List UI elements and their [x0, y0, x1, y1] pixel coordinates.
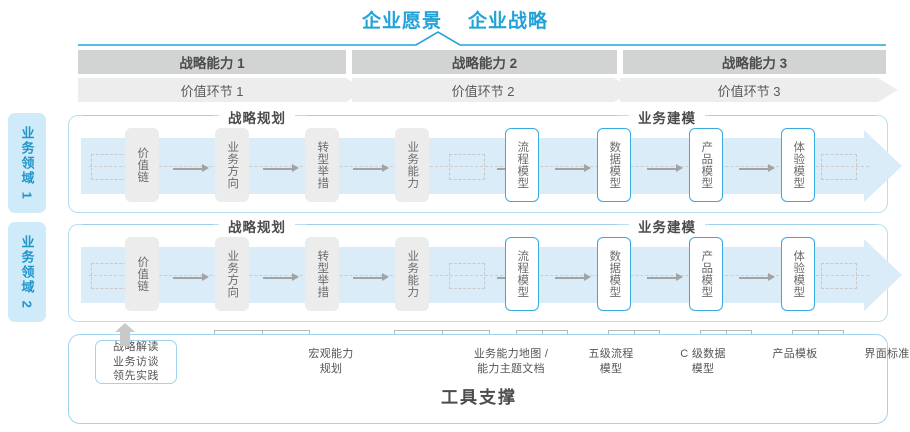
arrow-2-1: [173, 273, 209, 282]
placeholder-chip-start-2: [91, 263, 127, 289]
section-line-mid-1: [307, 115, 617, 116]
node-transformation-1[interactable]: 转型举措: [305, 128, 339, 202]
domain-label-2: 业务领域 2: [8, 222, 46, 322]
section-line-right-2: [709, 224, 875, 225]
tool-caption-process-model: 五级流程模型: [588, 348, 634, 375]
arrow-1-6: [647, 164, 683, 173]
placeholder-chip-mid-1: [449, 154, 485, 180]
capability-cell-3: 战略能力 3: [623, 50, 886, 74]
tool-caption-data-model: C 级数据模型: [680, 348, 726, 375]
value-chain-cell-1: 价值环节 1: [180, 83, 244, 99]
node-business-direction-1[interactable]: 业务方向: [215, 128, 249, 202]
arrow-2-7: [739, 273, 775, 282]
section-label-planning-2: 战略规划: [219, 216, 295, 236]
placeholder-chip-end-2: [821, 263, 857, 289]
arrow-1-2: [263, 164, 299, 173]
title-enterprise-strategy: 企业战略: [468, 11, 549, 32]
tool-link-arrow-up: [115, 323, 135, 346]
node-product-model-1[interactable]: 产品模型: [689, 128, 723, 202]
node-transformation-2[interactable]: 转型举措: [305, 237, 339, 311]
section-line-right-1: [709, 115, 875, 116]
title-enterprise-vision: 企业愿景: [361, 11, 442, 32]
domain-row-2: 战略规划 业务建模 价值链 业务方向 转型举措 业务能力 流程模型 数据模型 产…: [68, 216, 902, 322]
domain-row-1: 战略规划 业务建模 价值链 业务方向 转型举措 业务能力 流程模型 数据模型 产…: [68, 107, 902, 213]
domain-label-1: 业务领域 1: [8, 113, 46, 213]
node-business-capability-1[interactable]: 业务能力: [395, 128, 429, 202]
node-value-chain-1[interactable]: 价值链: [125, 128, 159, 202]
arrow-1-7: [739, 164, 775, 173]
node-product-model-2[interactable]: 产品模型: [689, 237, 723, 311]
node-process-model-1[interactable]: 流程模型: [505, 128, 539, 202]
tool-caption-product-template: 产品模板: [772, 348, 818, 360]
arrow-2-6: [647, 273, 683, 282]
flow-band-arrow-2: [864, 239, 902, 311]
tool-caption-ui-standard: 界面标准: [864, 348, 910, 360]
node-business-direction-2[interactable]: 业务方向: [215, 237, 249, 311]
node-value-chain-2[interactable]: 价值链: [125, 237, 159, 311]
section-line-left-1: [83, 115, 213, 116]
section-label-planning-1: 战略规划: [219, 107, 295, 127]
placeholder-chip-start-1: [91, 154, 127, 180]
arrow-2-3: [353, 273, 389, 282]
capability-header-row: 战略能力 1 战略能力 2 战略能力 3: [78, 50, 886, 74]
section-label-modeling-1: 业务建模: [629, 107, 705, 127]
section-label-modeling-2: 业务建模: [629, 216, 705, 236]
tool-support-title: 工具支撑: [441, 388, 517, 407]
arrow-2-5: [555, 273, 591, 282]
node-experience-model-2[interactable]: 体验模型: [781, 237, 815, 311]
placeholder-chip-mid-2: [449, 263, 485, 289]
node-process-model-2[interactable]: 流程模型: [505, 237, 539, 311]
tool-caption-macro-capability: 宏观能力规划: [308, 348, 354, 375]
top-title-group: 企业愿景 企业战略: [0, 6, 910, 33]
node-data-model-2[interactable]: 数据模型: [597, 237, 631, 311]
node-business-capability-2[interactable]: 业务能力: [395, 237, 429, 311]
tool-chip-strategy-inputs[interactable]: 战略解读 业务访谈 领先实践: [95, 340, 177, 384]
node-data-model-1[interactable]: 数据模型: [597, 128, 631, 202]
arrow-1-1: [173, 164, 209, 173]
tool-caption-capability-map: 业务能力地图 /能力主题文档: [473, 348, 549, 375]
flow-band-arrow-1: [864, 130, 902, 202]
arrow-1-5: [555, 164, 591, 173]
value-chain-cell-2: 价值环节 2: [451, 83, 515, 99]
arrow-1-3: [353, 164, 389, 173]
flow-dashed-line-2: [89, 275, 869, 276]
capability-cell-1: 战略能力 1: [78, 50, 346, 74]
tool-support-container: 战略解读 业务访谈 领先实践 宏观能力规划 业务能力地图 /能力主题文档 五级流…: [68, 334, 909, 424]
placeholder-chip-end-1: [821, 154, 857, 180]
arrow-2-2: [263, 273, 299, 282]
divider-chevron-icon: [78, 31, 886, 46]
value-chain-cell-3: 价值环节 3: [717, 83, 781, 99]
node-experience-model-1[interactable]: 体验模型: [781, 128, 815, 202]
vision-strategy-divider: [78, 30, 886, 48]
capability-cell-2: 战略能力 2: [352, 50, 617, 74]
section-line-mid-2: [307, 224, 617, 225]
value-chain-header-row: 价值环节 1 价值环节 2 价值环节 3: [78, 78, 898, 102]
section-line-left-2: [83, 224, 213, 225]
value-chain-chevrons: [78, 78, 898, 102]
flow-dashed-line-1: [89, 166, 869, 167]
